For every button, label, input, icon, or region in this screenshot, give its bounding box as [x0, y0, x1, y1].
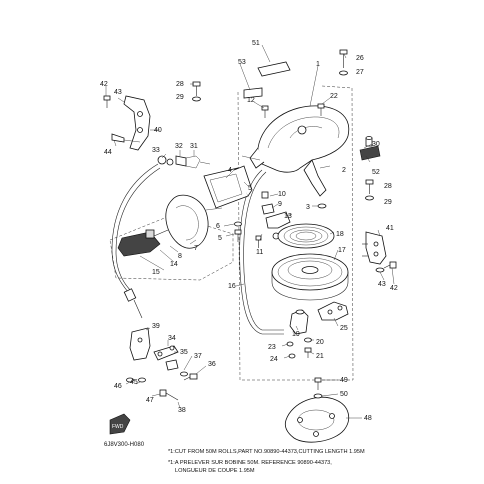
- callout-18: 18: [336, 231, 344, 238]
- callout-34: 34: [168, 335, 176, 342]
- callout-2: 2: [342, 167, 346, 174]
- bolts-42-43-right: [375, 261, 397, 273]
- callout-14: 14: [170, 261, 178, 268]
- label-plates: [243, 61, 381, 161]
- callout-44: 44: [104, 149, 112, 156]
- callout-6: 6: [216, 223, 220, 230]
- bolt-26: [339, 49, 348, 76]
- callout-50: 50: [340, 391, 348, 398]
- callout-51: 51: [252, 40, 260, 47]
- bushing-30: [365, 136, 373, 147]
- callout-labels: 51 1 53 26 27 28 29 12 22 42 43 40 44 33…: [100, 40, 398, 422]
- callout-40: 40: [154, 127, 162, 134]
- bolt-28-right: [365, 179, 374, 201]
- callout-16: 16: [228, 283, 236, 290]
- callout-32: 32: [175, 143, 183, 150]
- callout-4: 4: [228, 167, 232, 174]
- callout-36: 36: [208, 361, 216, 368]
- callout-28-top: 28: [176, 81, 184, 88]
- callout-26: 26: [356, 55, 364, 62]
- callout-41: 41: [386, 225, 394, 232]
- bracket-40: [103, 95, 151, 151]
- plate-48: [284, 377, 350, 443]
- bolt-28-top: [192, 81, 201, 102]
- callout-46: 46: [114, 383, 122, 390]
- handle-housing: [203, 165, 253, 209]
- starter-handle: [117, 229, 169, 257]
- callout-8: 8: [178, 253, 182, 260]
- callout-24: 24: [270, 356, 278, 363]
- pulley-17: [271, 253, 349, 301]
- callout-49: 49: [340, 377, 348, 384]
- callout-25: 25: [340, 325, 348, 332]
- callout-47: 47: [146, 397, 154, 404]
- callout-48: 48: [364, 415, 372, 422]
- callout-39: 39: [152, 323, 160, 330]
- bolts-6-3: [234, 203, 327, 242]
- starter-case: [249, 105, 350, 197]
- callout-35: 35: [180, 349, 188, 356]
- callout-12: 12: [247, 97, 255, 104]
- callout-42-left: 42: [100, 81, 108, 88]
- callout-19: 19: [292, 331, 300, 338]
- callout-52: 52: [372, 169, 380, 176]
- callout-9: 9: [278, 201, 282, 208]
- note-english: *1:CUT FROM 50M ROLLS,PART NO.90890-4437…: [168, 449, 365, 455]
- spiral-spring: [277, 223, 335, 249]
- callout-17: 17: [338, 247, 346, 254]
- lower-linkage: [126, 327, 198, 401]
- callout-38: 38: [178, 407, 186, 414]
- cable-end-fitting: [123, 288, 143, 319]
- callout-42-right: 42: [390, 285, 398, 292]
- callout-53: 53: [238, 59, 246, 66]
- diagram-code: 6J8V300-H080: [104, 442, 145, 448]
- callout-3: 3: [306, 204, 310, 211]
- bracket-41: [362, 231, 387, 265]
- callout-30: 30: [372, 141, 380, 148]
- note-french-line2: LONGUEUR DE COUPE 1.95M: [175, 468, 255, 474]
- cable-clamp: [157, 155, 211, 169]
- screw-11: [255, 235, 262, 248]
- callout-29-top: 29: [176, 94, 184, 101]
- fwd-arrow-icon: FWD: [109, 413, 131, 435]
- leader-lines: [105, 44, 395, 419]
- callout-45: 45: [130, 379, 138, 386]
- callout-43-left: 43: [114, 89, 122, 96]
- grip-plate: [165, 194, 209, 249]
- callout-5: 5: [248, 185, 252, 192]
- callout-7: 7: [194, 245, 198, 252]
- callout-1: 1: [316, 61, 320, 68]
- callout-11: 11: [256, 249, 263, 256]
- callout-33: 33: [152, 147, 160, 154]
- callout-22: 22: [330, 93, 338, 100]
- note-french-line1: *1:A PRELEVER SUR BOBINE 50M. REFERENCE …: [168, 460, 332, 466]
- fwd-label: FWD: [112, 424, 124, 430]
- callout-37: 37: [194, 353, 202, 360]
- callout-43-right: 43: [378, 281, 386, 288]
- callout-15: 15: [152, 269, 160, 276]
- callout-29-right: 29: [384, 199, 392, 206]
- callout-10: 10: [278, 191, 286, 198]
- pawl-parts: [261, 191, 275, 215]
- callout-27: 27: [356, 69, 364, 76]
- callout-23: 23: [268, 344, 276, 351]
- callout-21: 21: [316, 353, 324, 360]
- callout-28-right: 28: [384, 183, 392, 190]
- callout-5b-ref: 5: [218, 235, 222, 242]
- callout-20: 20: [316, 339, 324, 346]
- lever-25: [317, 301, 349, 321]
- callout-13: 13: [284, 213, 292, 220]
- drive-plate-parts: [286, 309, 312, 359]
- callout-31: 31: [190, 143, 198, 150]
- bolts-12-22: [261, 103, 325, 118]
